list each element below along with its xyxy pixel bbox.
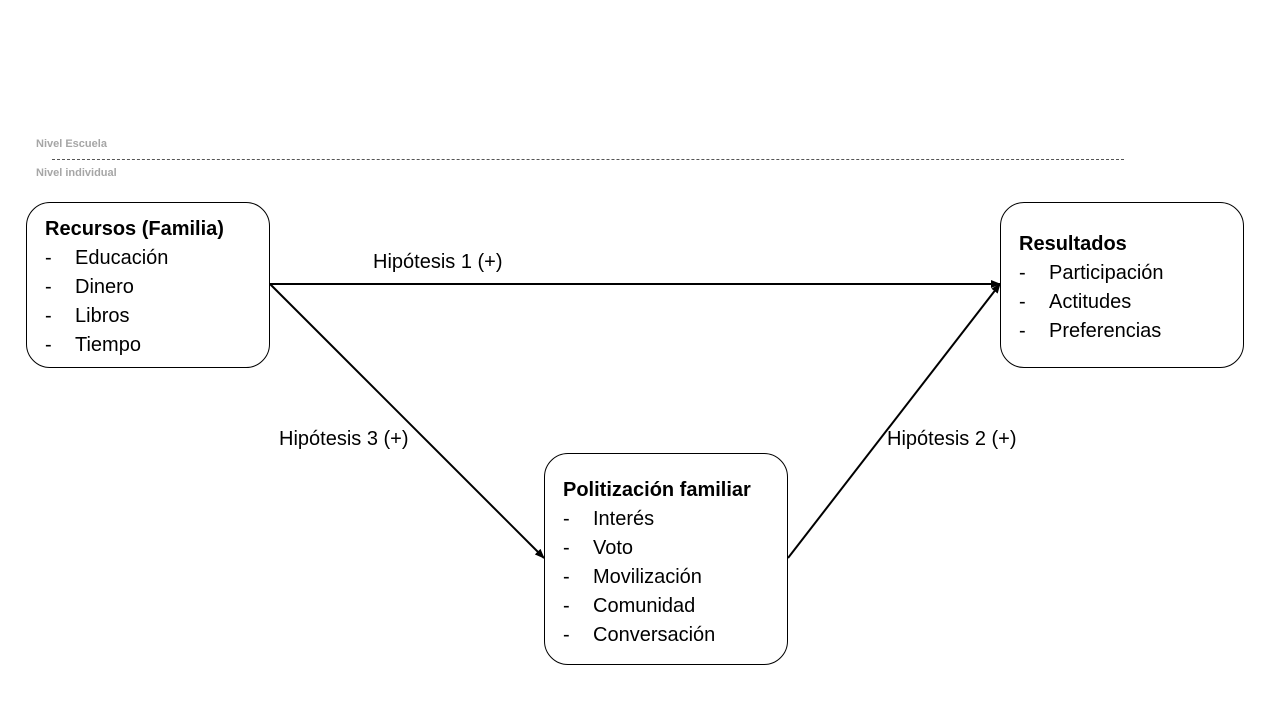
level-divider (52, 159, 1124, 160)
results-box: Resultados -Participación -Actitudes -Pr… (1000, 202, 1244, 368)
hypothesis-2-arrow (787, 283, 1001, 559)
hypothesis-1-label: Hipótesis 1 (+) (373, 251, 503, 273)
resources-box: Recursos (Familia) -Educación -Dinero -L… (26, 202, 270, 368)
resources-list: -Educación -Dinero -Libros -Tiempo (45, 244, 259, 360)
politization-box: Politización familiar -Interés -Voto -Mo… (544, 453, 788, 665)
list-item: -Preferencias (1019, 320, 1162, 342)
results-list: -Participación -Actitudes -Preferencias (1019, 259, 1233, 346)
list-item: -Educación (45, 247, 169, 269)
hypothesis-2-label: Hipótesis 2 (+) (887, 428, 1017, 450)
school-level-label: Nivel Escuela (36, 138, 107, 150)
hypothesis-3-arrow (269, 283, 545, 559)
list-item: -Libros (45, 305, 130, 327)
list-item: -Interés (563, 508, 655, 530)
results-title: Resultados (1019, 233, 1127, 255)
list-item: -Movilización (563, 566, 702, 588)
list-item: -Actitudes (1019, 291, 1132, 313)
list-item: -Comunidad (563, 595, 696, 617)
resources-title: Recursos (Familia) (45, 218, 224, 240)
list-item: -Tiempo (45, 334, 141, 356)
list-item: -Dinero (45, 276, 134, 298)
list-item: -Participación (1019, 262, 1164, 284)
hypothesis-3-label: Hipótesis 3 (+) (279, 428, 409, 450)
individual-level-label: Nivel individual (36, 167, 117, 179)
politization-title: Politización familiar (563, 479, 751, 501)
politization-list: -Interés -Voto -Movilización -Comunidad … (563, 505, 777, 650)
list-item: -Voto (563, 537, 634, 559)
list-item: -Conversación (563, 624, 716, 646)
